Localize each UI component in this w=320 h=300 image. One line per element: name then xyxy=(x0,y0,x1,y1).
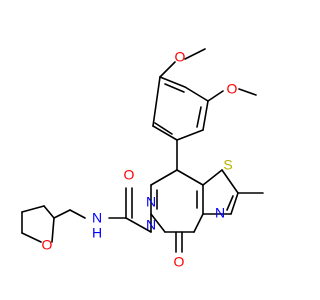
bond-benzene-3 xyxy=(202,100,209,131)
atom-n-ring-1: N xyxy=(146,194,156,210)
bond-side-2 xyxy=(125,217,152,233)
atom-o-methoxy-2: O xyxy=(227,81,238,97)
bond-side-6 xyxy=(53,209,71,219)
bond-benzene-6 xyxy=(152,76,161,127)
bond-thiazole-2 xyxy=(221,169,239,194)
atom-o-amide: O xyxy=(124,167,135,183)
atom-o-thf: O xyxy=(42,237,53,253)
bond-thiazole-double xyxy=(226,195,234,211)
bond-thf-5 xyxy=(51,217,55,243)
bond-benzene-1 xyxy=(159,76,186,88)
bond-benzene-4 xyxy=(176,129,204,141)
bond-methoxy-1-ch3 xyxy=(184,48,206,60)
bond-methoxy-2-ch3 xyxy=(238,88,257,96)
bond-methoxy-1-o-c1 xyxy=(159,61,176,78)
atom-o-ketone: O xyxy=(174,254,185,270)
bond-methoxy-2-o-c2 xyxy=(207,90,224,102)
bond-benzene-inner-1 xyxy=(164,83,185,93)
molecule-diagram: O O S N N N O O N H O xyxy=(21,48,264,270)
bonds xyxy=(21,48,264,253)
bond-benzene-inner-3 xyxy=(154,122,173,135)
bond-benzene-inner-2 xyxy=(196,106,202,128)
bond-core-3 xyxy=(150,213,166,233)
bond-core-7 xyxy=(176,169,204,186)
bond-thf-2 xyxy=(21,205,45,213)
atom-o-methoxy-1: O xyxy=(175,49,186,65)
bond-thf-1 xyxy=(43,205,55,219)
bond-core-5 xyxy=(193,213,204,233)
bond-benzene-2 xyxy=(184,86,209,102)
atom-h-amide: H xyxy=(92,225,102,241)
atom-n-thiazole: N xyxy=(215,205,225,221)
atom-n-amide: N xyxy=(92,210,102,226)
atom-n-ring-2: N xyxy=(146,217,156,233)
bond-side-5 xyxy=(69,209,86,219)
atom-s-thiazole: S xyxy=(223,157,232,173)
molecule-svg: O O S N N N O O N H O xyxy=(21,48,264,270)
bond-benzene-5 xyxy=(152,125,178,141)
atom-labels: O O S N N N O O N H O xyxy=(42,49,238,270)
bond-thiazole-1 xyxy=(202,169,223,186)
bond-core-1 xyxy=(150,169,178,186)
bond-thf-4 xyxy=(21,232,42,243)
bond-thiazole-3 xyxy=(230,192,239,215)
